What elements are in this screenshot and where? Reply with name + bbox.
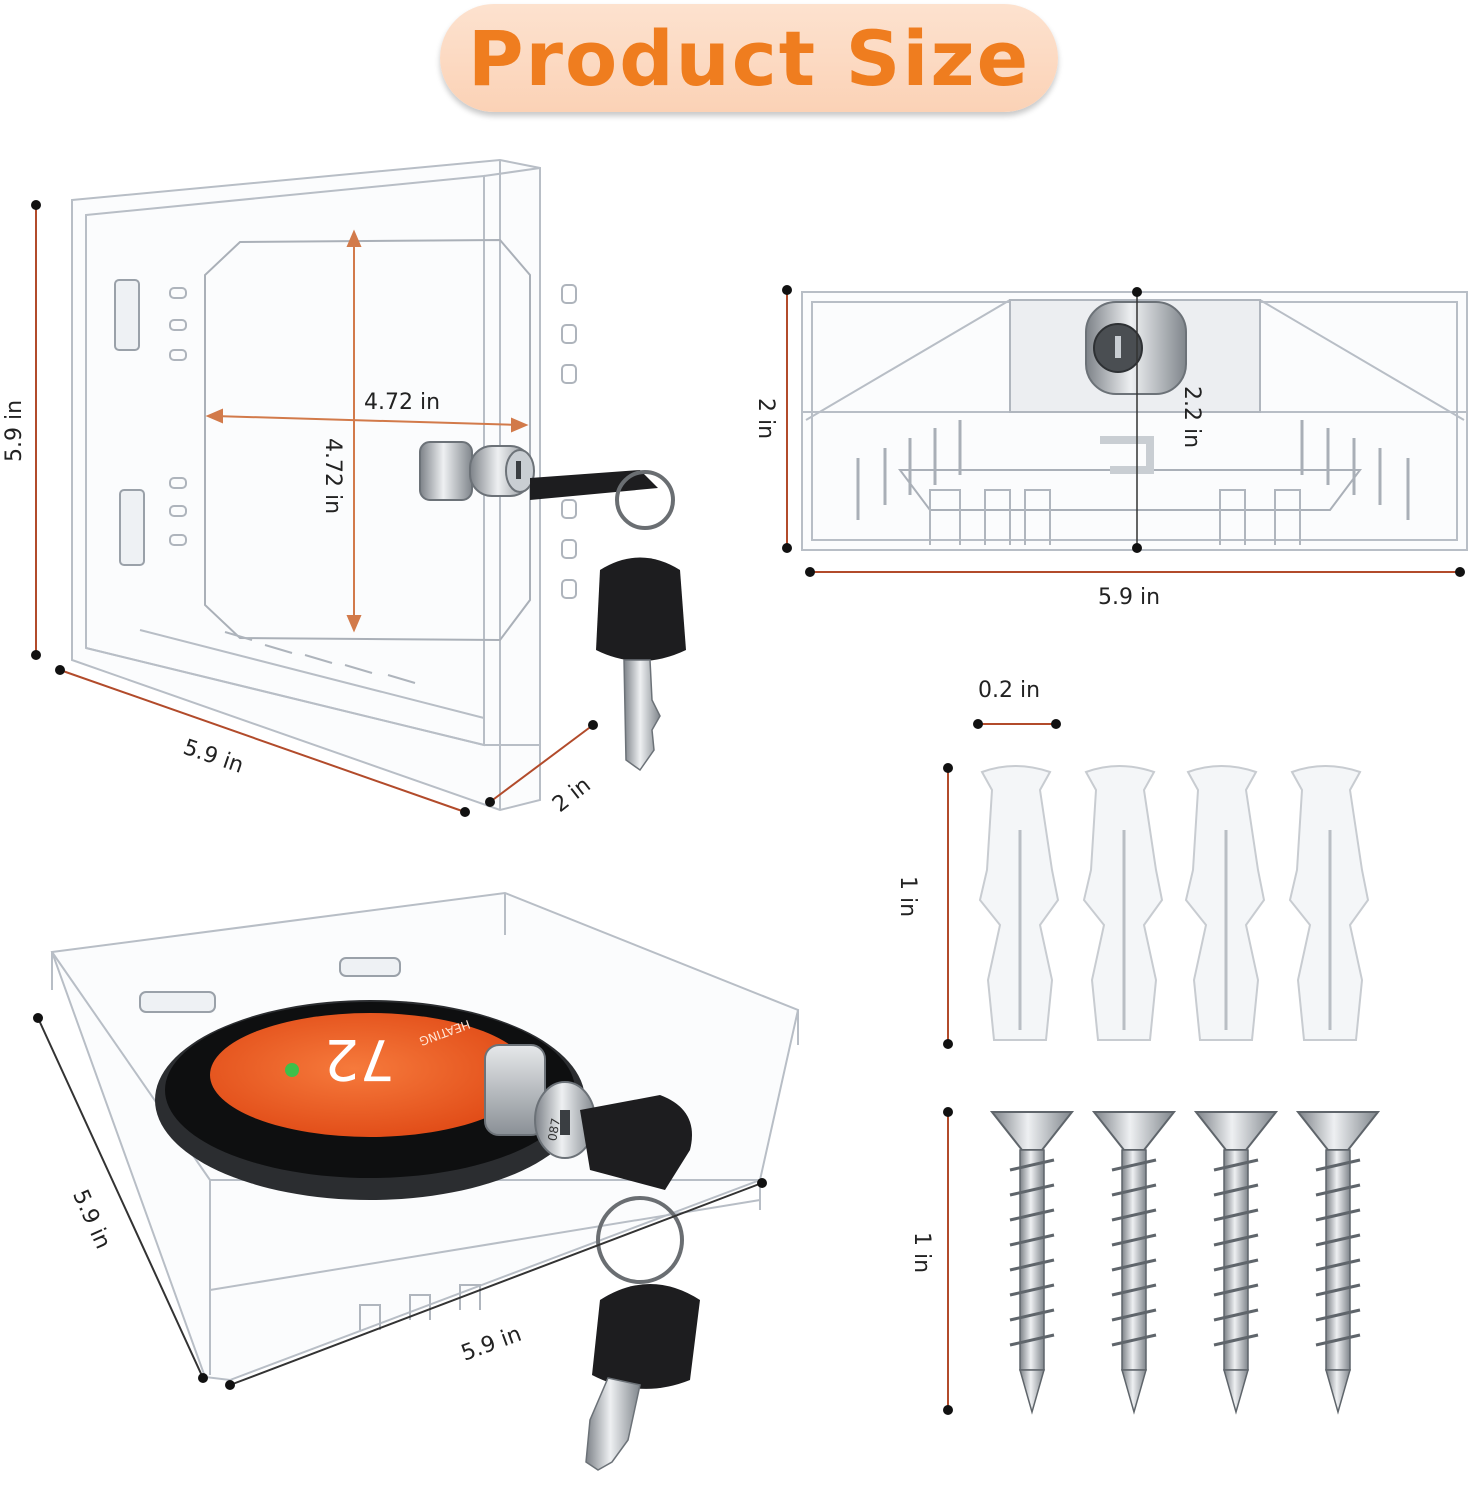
thermostat-reading: 72 xyxy=(324,1026,395,1091)
angled-dimension-lines xyxy=(33,1013,767,1390)
wall-anchors xyxy=(978,765,1370,1041)
angled-key-icon xyxy=(580,1095,700,1471)
front-dimension-lines xyxy=(31,200,598,817)
front-inner-height-label: 4.72 in xyxy=(320,438,345,515)
front-inner-arrows xyxy=(205,229,529,633)
anchor-diameter-label: 0.2 in xyxy=(978,678,1041,703)
front-inner-width-label: 4.72 in xyxy=(364,390,441,415)
wall-anchor xyxy=(1184,765,1266,1041)
screw xyxy=(989,1111,1075,1415)
front-lock-cylinder xyxy=(419,441,535,501)
screw xyxy=(1091,1111,1177,1415)
wall-anchor xyxy=(978,765,1060,1041)
top-height-label: 2 in xyxy=(753,398,778,440)
top-width-label: 5.9 in xyxy=(1098,585,1161,610)
screw xyxy=(1193,1111,1279,1415)
screw xyxy=(1295,1111,1381,1415)
front-key-icon xyxy=(530,470,686,772)
top-inner-height-label: 2.2 in xyxy=(1179,386,1204,449)
front-height-label: 5.9 in xyxy=(2,399,27,462)
screw-length-label: 1 in xyxy=(909,1232,934,1274)
top-dimension-lines xyxy=(782,285,1465,577)
thermostat-device: 72 HEATING xyxy=(155,1000,585,1200)
anchor-dimension-lines xyxy=(943,719,1061,1049)
angled-lock-cylinder: 087 xyxy=(484,1044,596,1159)
screws xyxy=(989,1111,1381,1415)
anchor-length-label: 1 in xyxy=(895,876,920,918)
lock-code: 087 xyxy=(545,1117,563,1142)
top-view-lock xyxy=(1085,301,1187,474)
page-title: Product Size xyxy=(467,13,1031,103)
screw-dimension-line xyxy=(943,1107,953,1415)
wall-anchor xyxy=(1288,765,1370,1041)
title-banner: Product Size xyxy=(440,4,1058,112)
wall-anchor xyxy=(1082,765,1164,1041)
